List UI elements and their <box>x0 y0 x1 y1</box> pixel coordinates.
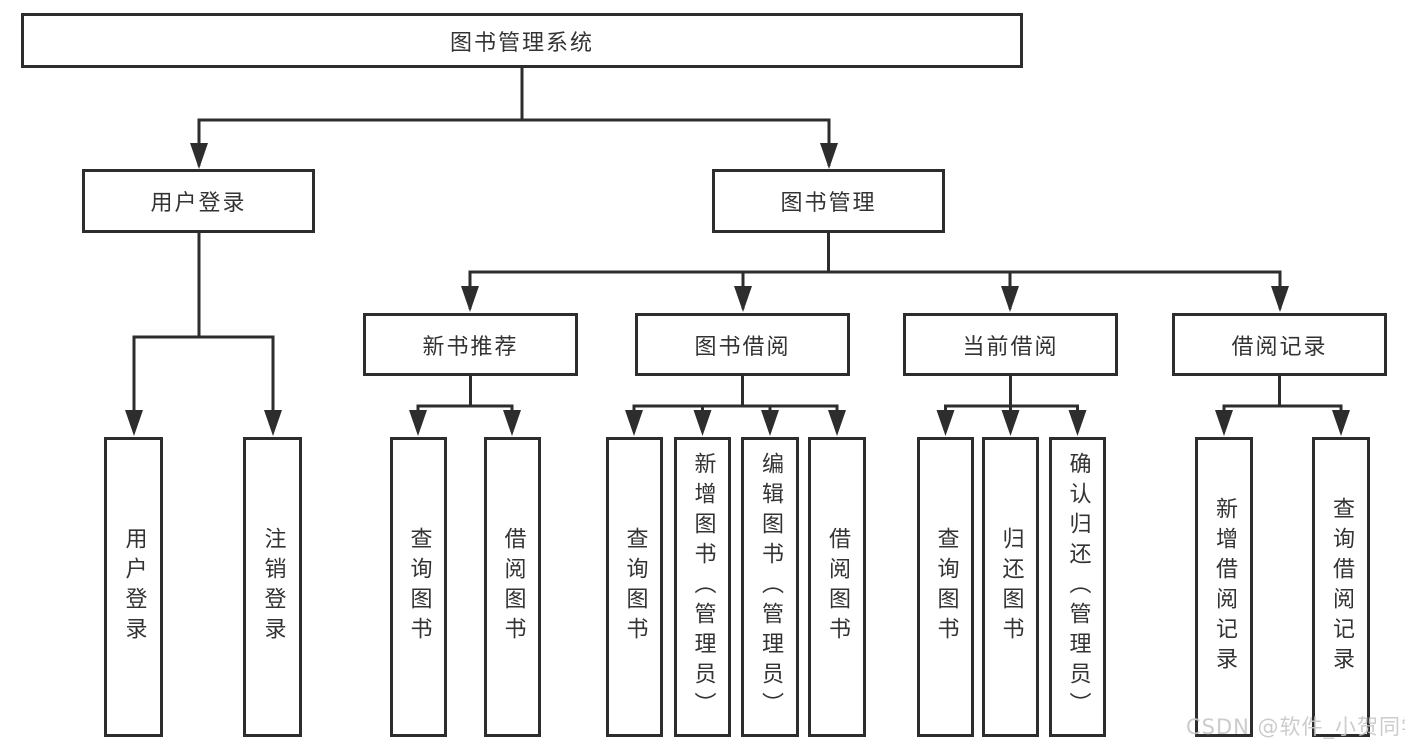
node-label: 用户登录 <box>121 527 147 647</box>
node-label: 查询图书 <box>622 527 648 647</box>
node-add-books-admin: 新增图书（管理员） <box>674 437 731 737</box>
node-edit-books-admin: 编辑图书（管理员） <box>741 437 799 737</box>
node-label: 新增图书（管理员） <box>690 452 716 722</box>
node-book-management: 图书管理 <box>712 169 945 233</box>
node-query-borrow-record: 查询借阅记录 <box>1312 437 1370 737</box>
node-book-borrowing: 图书借阅 <box>635 313 850 376</box>
node-user-login-leaf: 用户登录 <box>104 437 163 737</box>
node-label: 确认归还（管理员） <box>1065 452 1091 722</box>
node-label: 归还图书 <box>998 527 1024 647</box>
node-logout-leaf: 注销登录 <box>243 437 302 737</box>
node-add-borrow-record: 新增借阅记录 <box>1195 437 1253 737</box>
watermark-text: CSDN @软件_小贺同学 <box>1186 715 1405 739</box>
node-label: 查询图书 <box>406 527 432 647</box>
node-return-books: 归还图书 <box>982 437 1039 737</box>
node-label: 查询借阅记录 <box>1329 497 1354 677</box>
node-new-book-recommendation: 新书推荐 <box>363 313 578 376</box>
node-query-books-2: 查询图书 <box>606 437 663 737</box>
node-current-borrowing: 当前借阅 <box>903 313 1118 376</box>
node-confirm-return-admin: 确认归还（管理员） <box>1049 437 1106 737</box>
node-borrowing-records: 借阅记录 <box>1172 313 1387 376</box>
node-label: 新增借阅记录 <box>1212 497 1237 677</box>
node-label: 查询图书 <box>933 527 959 647</box>
node-label: 借阅图书 <box>825 527 850 647</box>
node-borrow-books-2: 借阅图书 <box>808 437 866 737</box>
node-query-books-3: 查询图书 <box>917 437 974 737</box>
node-label: 注销登录 <box>260 527 286 647</box>
node-label: 借阅图书 <box>500 527 526 647</box>
node-borrow-books-1: 借阅图书 <box>484 437 541 737</box>
node-user-login: 用户登录 <box>82 169 315 233</box>
node-query-books-1: 查询图书 <box>390 437 447 737</box>
node-label: 编辑图书（管理员） <box>758 452 783 722</box>
node-library-system: 图书管理系统 <box>21 13 1023 68</box>
